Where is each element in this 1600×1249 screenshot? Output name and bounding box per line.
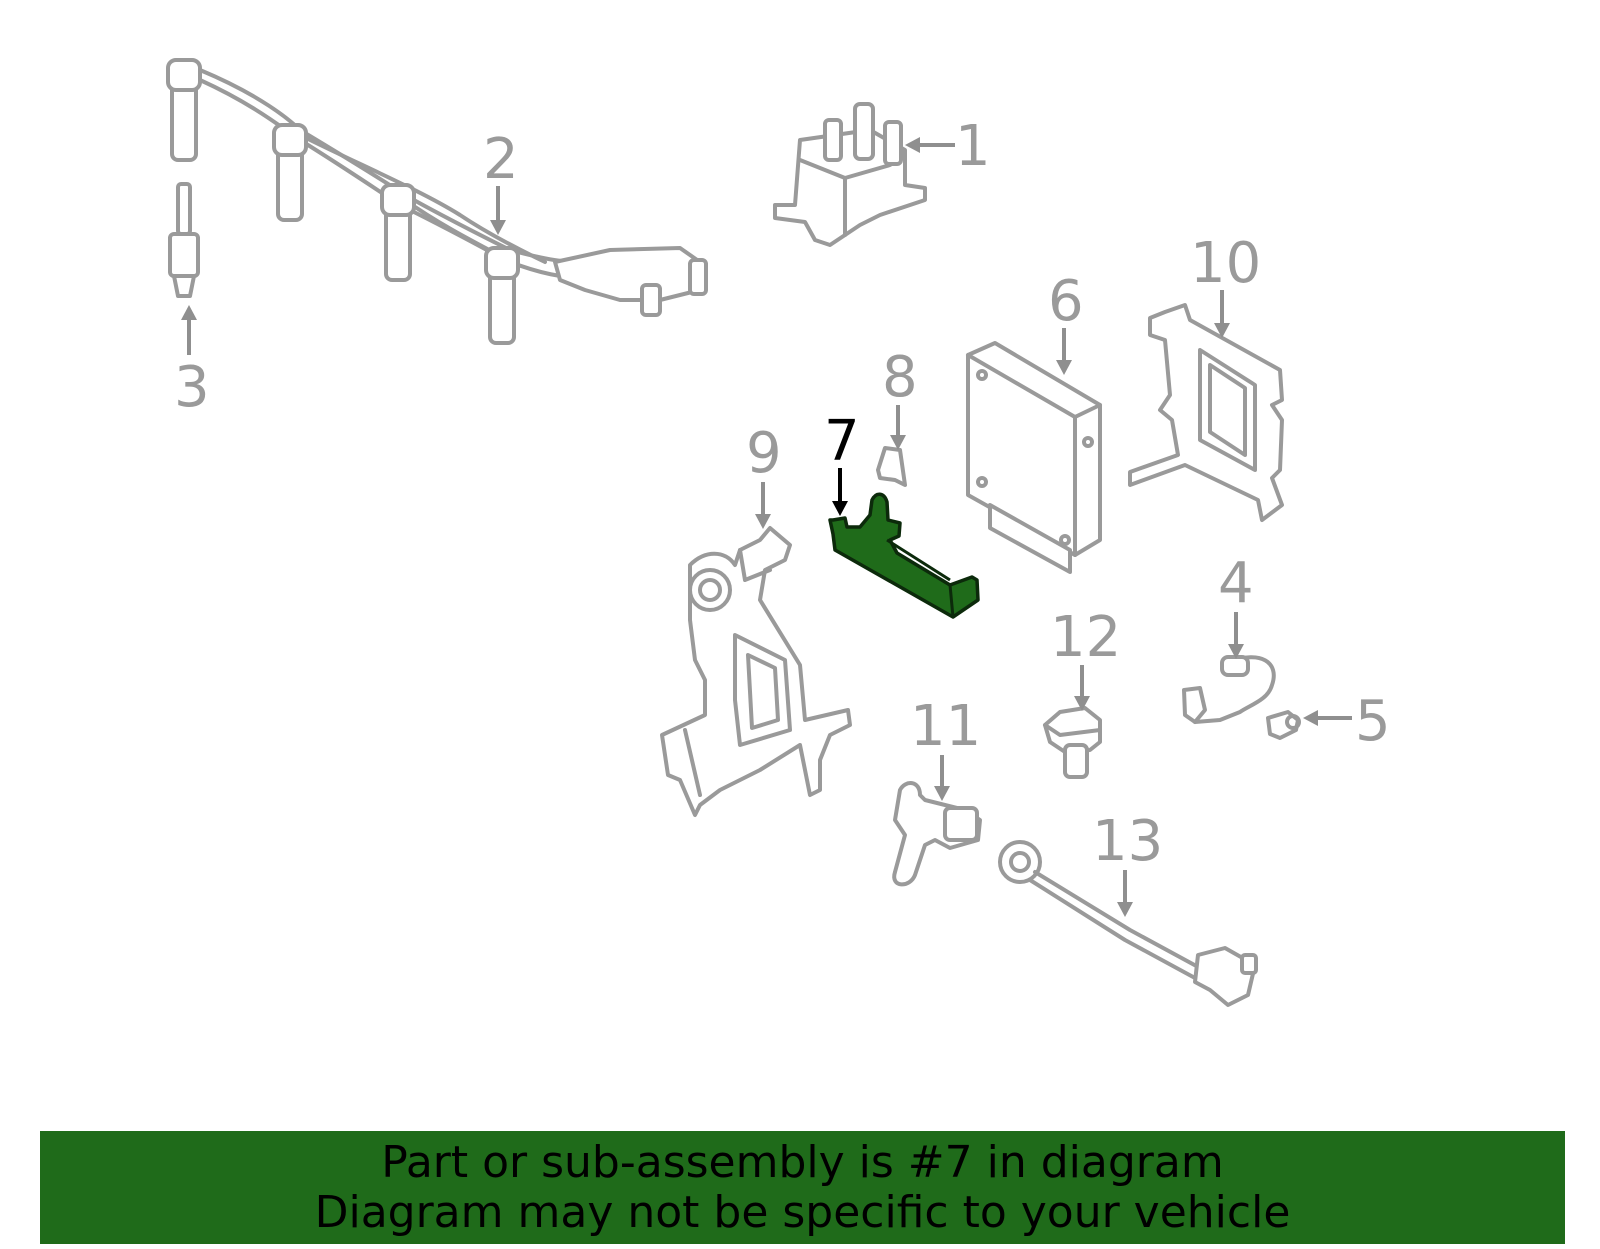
callout-6: 6 (1048, 269, 1084, 334)
ecm-bracket[interactable] (1128, 303, 1284, 522)
callout-4: 4 (1218, 551, 1254, 616)
ignition-coil[interactable] (773, 102, 927, 247)
banner-line-1: Part or sub-assembly is #7 in diagram (381, 1136, 1224, 1188)
callout-10: 10 (1190, 231, 1261, 296)
callout-2: 2 (483, 127, 519, 192)
info-banner: Part or sub-assembly is #7 in diagram Di… (40, 1131, 1565, 1244)
callout-11: 11 (910, 694, 981, 759)
knock-sensor[interactable] (998, 840, 1258, 1007)
callout-3: 3 (174, 355, 210, 420)
clip[interactable] (876, 446, 907, 487)
callout-13: 13 (1092, 809, 1163, 874)
sensor-with-wire[interactable] (1182, 655, 1276, 724)
callout-9: 9 (746, 421, 782, 486)
callout-7: 7 (824, 409, 860, 474)
camshaft-sensor[interactable] (892, 781, 982, 887)
callout-arrows (181, 137, 1352, 917)
mounting-bracket[interactable] (660, 526, 852, 817)
spark-plug[interactable] (168, 182, 200, 298)
ignition-wire-set[interactable] (166, 58, 708, 345)
position-sensor[interactable] (1043, 706, 1102, 779)
callout-8: 8 (882, 345, 918, 410)
callout-5: 5 (1355, 689, 1391, 754)
highlighted-bracket-part-7[interactable] (828, 492, 980, 619)
banner-line-2: Diagram may not be specific to your vehi… (314, 1186, 1291, 1238)
callout-labels: 1 2 3 6 10 8 9 7 4 5 12 11 13 (174, 114, 1391, 874)
engine-control-module[interactable] (966, 341, 1102, 574)
small-sensor[interactable] (1266, 710, 1301, 740)
callout-1: 1 (955, 114, 991, 179)
callout-12: 12 (1050, 605, 1121, 670)
